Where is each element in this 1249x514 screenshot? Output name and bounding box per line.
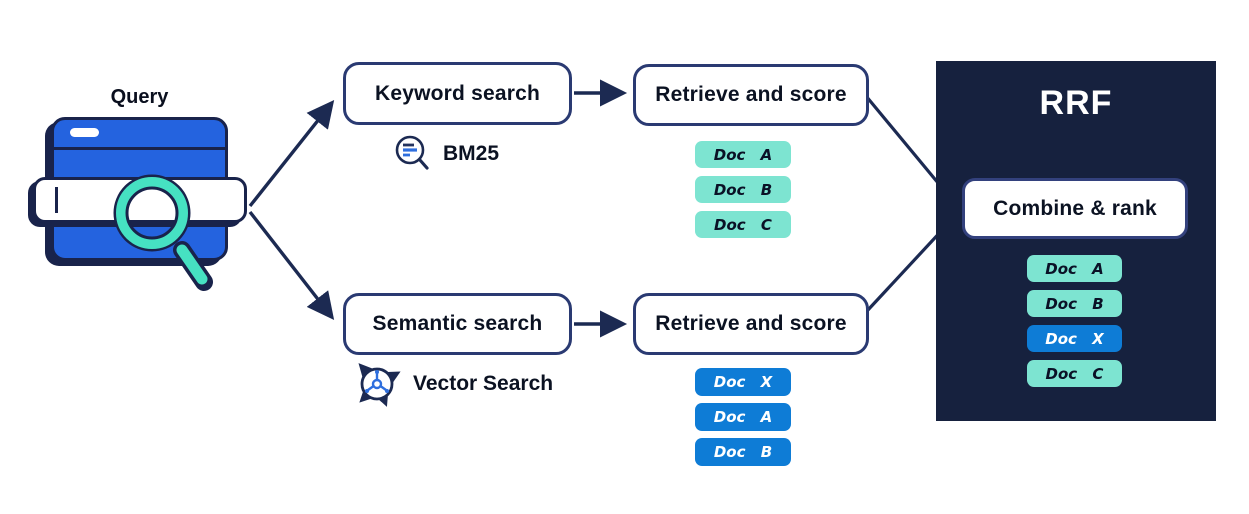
retrieve-score-keyword-box: Retrieve and score <box>633 64 869 126</box>
doc-chip: Doc B <box>695 176 791 203</box>
combine-rank-label: Combine & rank <box>993 196 1157 220</box>
vector-search-method: Vector Search <box>354 360 553 408</box>
vector-search-icon <box>358 363 401 407</box>
doc-chip: Doc C <box>695 211 791 238</box>
retrieve-score-semantic-box: Retrieve and score <box>633 293 869 355</box>
doc-chip: Doc A <box>695 403 791 431</box>
bm25-label: BM25 <box>443 142 500 165</box>
doc-chip: Doc B <box>1027 290 1122 317</box>
vector-search-label: Vector Search <box>413 372 554 395</box>
arrow-query-to-semantic <box>248 210 335 321</box>
semantic-search-box: Semantic search <box>343 293 572 355</box>
text-cursor <box>55 187 58 213</box>
bm25-method: BM25 <box>394 134 499 174</box>
rrf-doc-list: Doc A Doc B Doc X Doc C <box>1027 255 1122 387</box>
arrow-query-to-keyword <box>248 100 335 208</box>
doc-chip: Doc B <box>695 438 791 466</box>
keyword-magnifier-icon <box>395 135 429 170</box>
keyword-search-box: Keyword search <box>343 62 572 125</box>
browser-menu-pill <box>70 128 99 137</box>
doc-chip: Doc X <box>695 368 791 396</box>
doc-chip: Doc X <box>1027 325 1122 352</box>
query-label: Query <box>110 86 169 108</box>
doc-chip: Doc A <box>695 141 791 168</box>
semantic-search-label: Semantic search <box>372 312 543 335</box>
doc-chip: Doc A <box>1027 255 1122 282</box>
keyword-doc-list: Doc A Doc B Doc C <box>695 141 791 238</box>
retrieve-score-semantic-label: Retrieve and score <box>655 312 847 335</box>
doc-chip: Doc C <box>1027 360 1122 387</box>
semantic-doc-list: Doc X Doc A Doc B <box>695 368 791 466</box>
rrf-title: RRF <box>1039 84 1113 122</box>
magnifier-icon <box>113 174 213 291</box>
combine-rank-box: Combine & rank <box>962 178 1188 239</box>
browser-toolbar-divider <box>54 147 225 150</box>
retrieve-score-keyword-label: Retrieve and score <box>655 83 847 106</box>
keyword-search-label: Keyword search <box>374 81 541 105</box>
